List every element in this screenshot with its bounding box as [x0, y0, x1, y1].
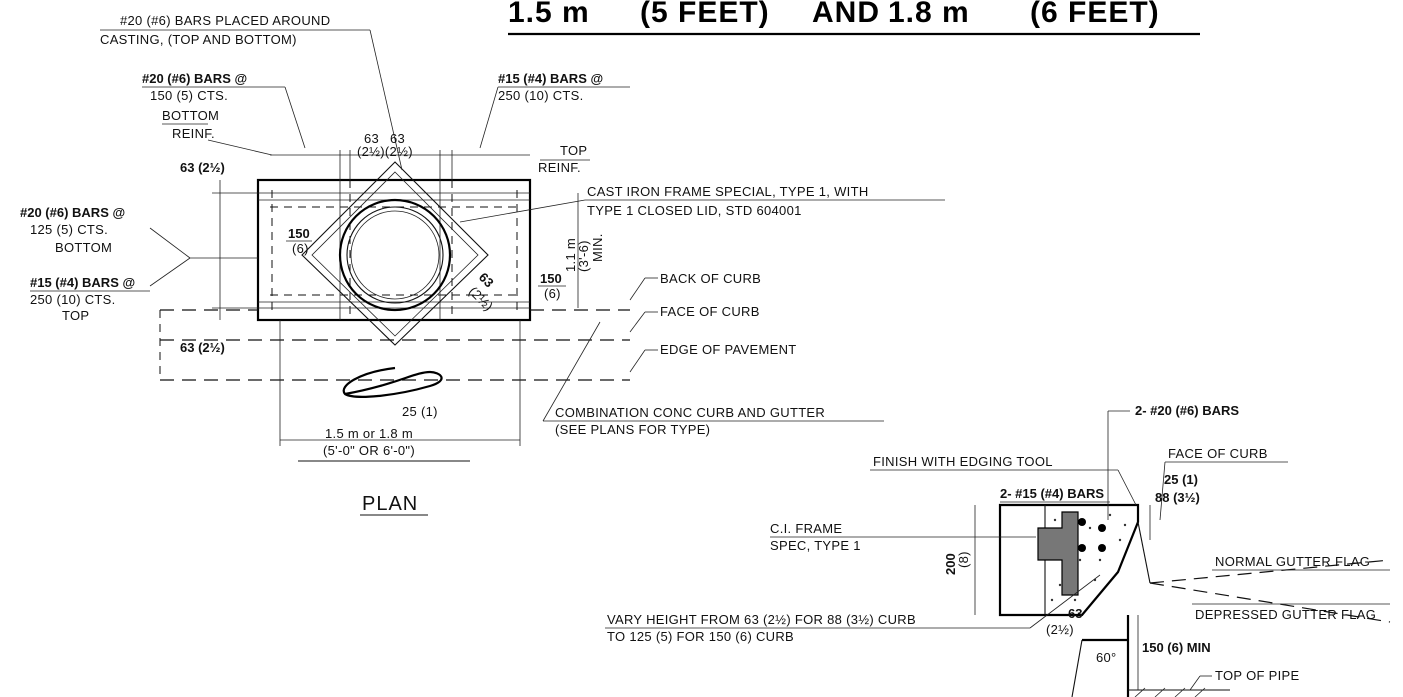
frame-diamond-outer	[301, 161, 489, 346]
dim-63-left-top: 63 (2½)	[180, 160, 225, 175]
title-and: AND	[812, 0, 880, 29]
label-bottom-bars-1: #20 (#6) BARS @	[142, 71, 247, 86]
label-finish-edging: FINISH WITH EDGING TOOL	[873, 454, 1053, 469]
plan-width-imperial: (5'-0" OR 6'-0")	[323, 443, 415, 458]
normal-gutter-line	[1149, 559, 1391, 584]
dim-section-63: 63	[1068, 606, 1082, 621]
title-right-imperial: (6 FEET)	[1030, 0, 1160, 29]
curb-section	[998, 503, 1140, 617]
label-top-of-pipe: TOP OF PIPE	[1215, 668, 1299, 683]
dim-section-150-min: 150 (6) MIN	[1142, 640, 1211, 655]
dim-section-25: 25 (1)	[1164, 472, 1198, 487]
ci-frame-section	[1037, 511, 1079, 596]
title-right: 1.8 m	[888, 0, 970, 29]
label-bottom-bars-2: 150 (5) CTS.	[150, 88, 228, 103]
label-bars-around-casting-1: #20 (#6) BARS PLACED AROUND	[120, 13, 330, 28]
curb-loop	[342, 366, 443, 398]
label-vary-height-1: VARY HEIGHT FROM 63 (2½) FOR 88 (3½) CUR…	[607, 612, 916, 627]
label-left-bottom-bars-1: #20 (#6) BARS @	[20, 205, 125, 220]
label-left-top-bars-3: TOP	[62, 308, 89, 323]
label-left-bottom-bars-2: 125 (5) CTS.	[30, 222, 108, 237]
label-ci-frame-2: SPEC, TYPE 1	[770, 538, 861, 553]
label-top-bars-1: #15 (#4) BARS @	[498, 71, 603, 86]
label-cast-iron-2: TYPE 1 CLOSED LID, STD 604001	[587, 203, 802, 218]
label-edge-of-pavement: EDGE OF PAVEMENT	[660, 342, 797, 357]
dim-63-a: 63	[364, 131, 379, 146]
label-bottom-reinf-1: BOTTOM	[162, 108, 219, 123]
dim-63-left-bottom: 63 (2½)	[180, 340, 225, 355]
dim-150-right-sub: (6)	[544, 286, 561, 301]
dim-section-63-sub: (2½)	[1046, 622, 1074, 637]
plan-width-label: 1.5 m or 1.8 m	[325, 426, 413, 441]
label-section-bars-20: 2- #20 (#6) BARS	[1135, 403, 1239, 418]
label-bars-around-casting-2: CASTING, (TOP AND BOTTOM)	[100, 32, 297, 47]
label-combination-2: (SEE PLANS FOR TYPE)	[555, 422, 710, 437]
label-bottom-reinf-2: REINF.	[172, 126, 215, 141]
dim-63-diag-sub: (2½)	[466, 284, 496, 314]
label-cast-iron-1: CAST IRON FRAME SPECIAL, TYPE 1, WITH	[587, 184, 869, 199]
label-depressed-gutter: DEPRESSED GUTTER FLAG	[1195, 607, 1376, 622]
dim-63-b: 63	[390, 131, 405, 146]
dim-section-200: 200	[943, 553, 958, 575]
dim-150-left: 150	[288, 226, 310, 241]
label-vary-height-2: TO 125 (5) FOR 150 (6) CURB	[607, 629, 794, 644]
label-top-reinf-2: REINF.	[538, 160, 581, 175]
section-view: 2- #20 (#6) BARS FACE OF CURB 25 (1) FIN…	[605, 403, 1391, 697]
label-section-face-of-curb: FACE OF CURB	[1168, 446, 1268, 461]
title-left-imperial: (5 FEET)	[640, 0, 770, 29]
dim-height-min: MIN.	[590, 233, 605, 262]
dim-150-right: 150	[540, 271, 562, 286]
drawing-title: 1.5 m (5 FEET) AND 1.8 m (6 FEET)	[508, 0, 1200, 36]
label-angle-60: 60°	[1096, 650, 1117, 665]
label-left-bottom-bars-3: BOTTOM	[55, 240, 112, 255]
dim-150-left-sub: (6)	[292, 241, 309, 256]
label-top-reinf-1: TOP	[560, 143, 587, 158]
label-left-top-bars-2: 250 (10) CTS.	[30, 292, 116, 307]
dim-height-sub: (3'-6)	[576, 240, 591, 272]
plan-view: 1.5 m or 1.8 m (5'-0" OR 6'-0") PLAN #20…	[20, 13, 945, 516]
label-normal-gutter: NORMAL GUTTER FLAG	[1215, 554, 1370, 569]
plan-box	[256, 178, 532, 322]
label-section-bars-15: 2- #15 (#4) BARS	[1000, 486, 1104, 501]
dim-section-88: 88 (3½)	[1155, 490, 1200, 505]
label-combination-1: COMBINATION CONC CURB AND GUTTER	[555, 405, 825, 420]
dim-section-200-sub: (8)	[956, 551, 971, 568]
label-face-of-curb: FACE OF CURB	[660, 304, 760, 319]
label-back-of-curb: BACK OF CURB	[660, 271, 761, 286]
label-ci-frame-1: C.I. FRAME	[770, 521, 842, 536]
lid-circle-inner	[346, 206, 444, 304]
lid-circle-outer	[338, 198, 452, 312]
dim-25: 25 (1)	[402, 404, 438, 419]
frame-diamond-inner	[311, 171, 479, 337]
label-top-bars-2: 250 (10) CTS.	[498, 88, 584, 103]
plan-sheet-title: PLAN	[362, 493, 418, 515]
depressed-gutter-line	[1149, 582, 1391, 623]
dim-height: 1.1 m	[563, 238, 578, 272]
title-left: 1.5 m	[508, 0, 590, 29]
dim-63-sub: (2½)(2½)	[357, 144, 413, 159]
label-left-top-bars-1: #15 (#4) BARS @	[30, 275, 135, 290]
